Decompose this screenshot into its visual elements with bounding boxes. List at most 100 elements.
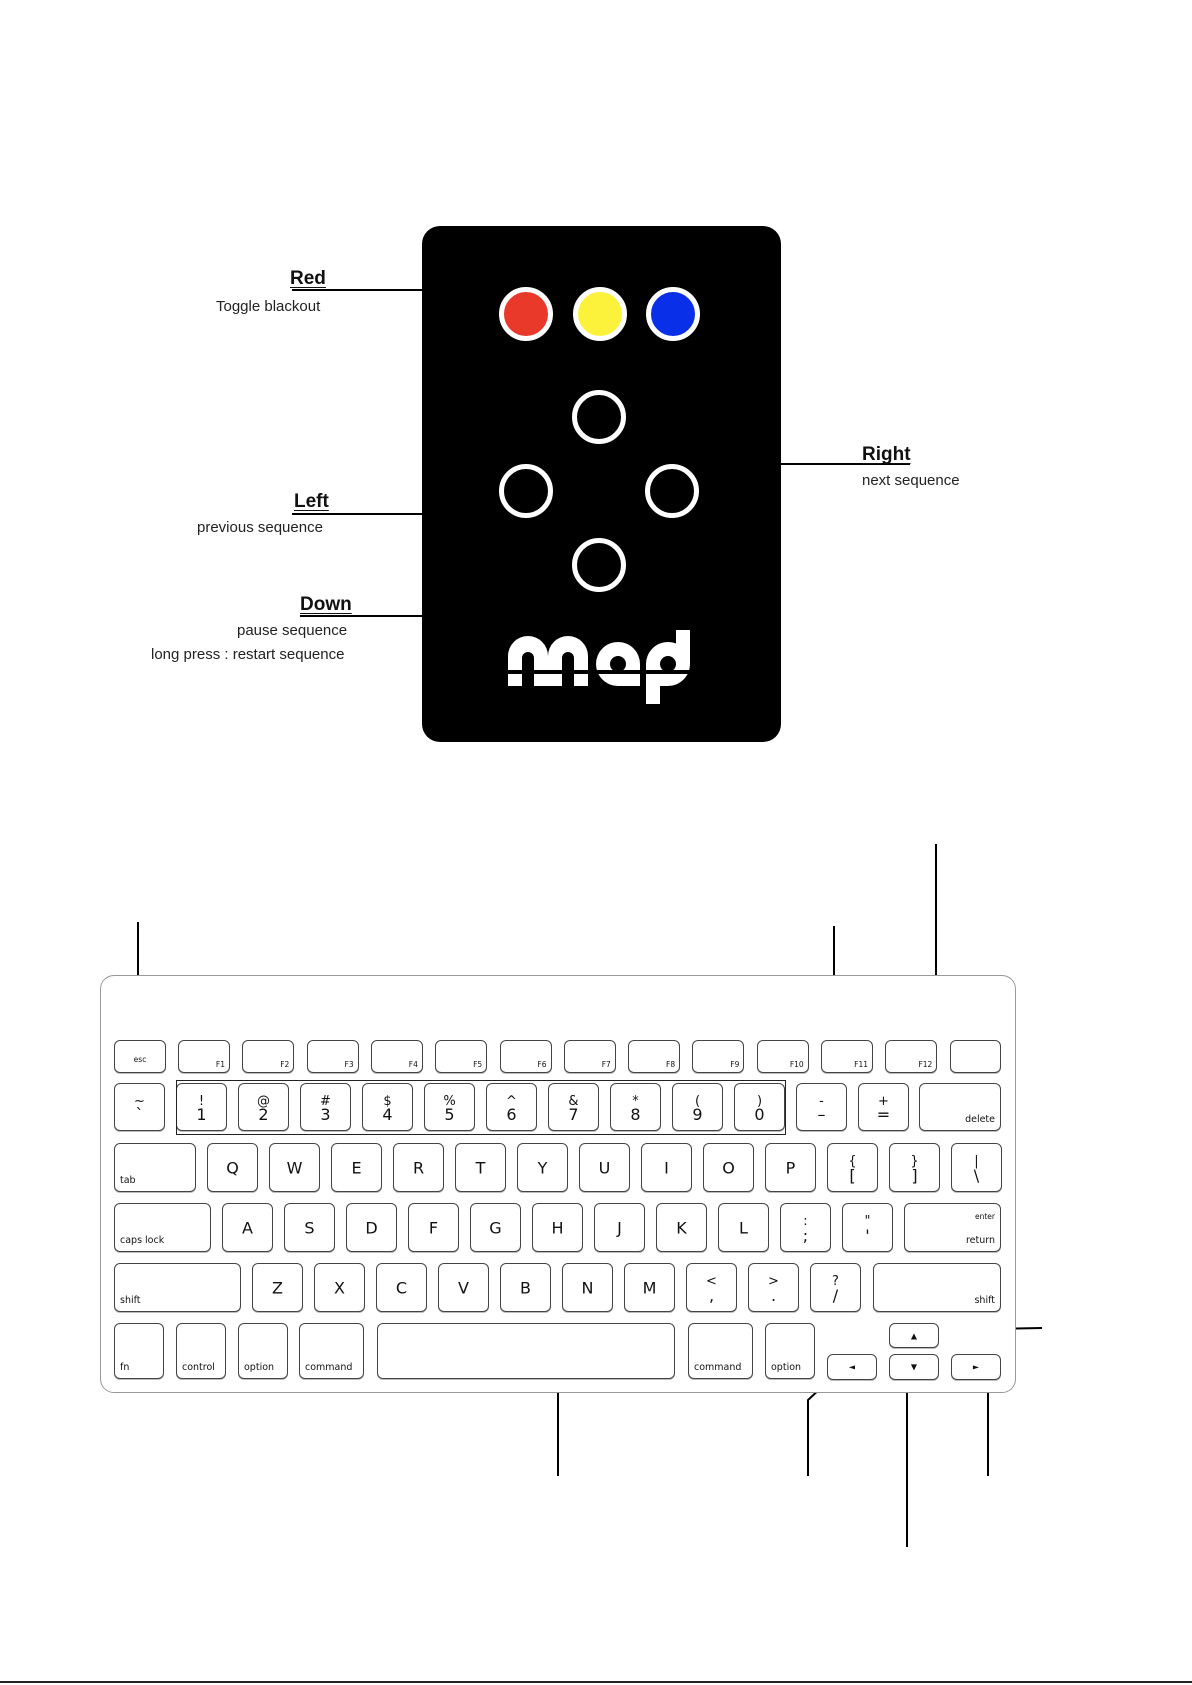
letter-key[interactable]: D [346,1203,397,1252]
letter-key[interactable]: S [284,1203,335,1252]
letter-key[interactable]: Z [252,1263,303,1312]
letter-key[interactable]: U [579,1143,630,1192]
symbol-key[interactable]: >. [748,1263,799,1312]
blank-key[interactable] [950,1040,1001,1073]
symbol-key[interactable]: }] [889,1143,940,1192]
symbol-key[interactable]: <, [686,1263,737,1312]
symbol-key[interactable]: :; [780,1203,831,1252]
caps-lock-key[interactable]: caps lock [114,1203,211,1252]
up-arrow-key[interactable]: ▲ [889,1323,939,1348]
letter-key[interactable]: F [408,1203,459,1252]
symbol-key[interactable]: {[ [827,1143,878,1192]
letter-key[interactable]: Q [207,1143,258,1192]
letter-key[interactable]: O [703,1143,754,1192]
key-label: ! [198,1094,205,1109]
fn-key[interactable]: fn [114,1323,164,1379]
key-label: ▼ [910,1362,918,1372]
number-row-key[interactable]: %5 [424,1083,475,1131]
right-shift-key[interactable]: shift [873,1263,1001,1312]
control-key[interactable]: control [176,1323,226,1379]
down-arrow-key[interactable]: ▼ [889,1354,939,1380]
up-button[interactable] [572,390,626,444]
right-command-key[interactable]: command [688,1323,753,1379]
number-row-key[interactable]: ^6 [486,1083,537,1131]
number-row-key[interactable]: -– [796,1083,847,1131]
letter-key[interactable]: H [532,1203,583,1252]
letter-key[interactable]: Y [517,1143,568,1192]
f12-key[interactable]: F12 [885,1040,938,1073]
f9-key[interactable]: F9 [692,1040,745,1073]
map-logo: map [508,630,698,704]
number-row-key[interactable]: (9 [672,1083,723,1131]
letter-key[interactable]: C [376,1263,427,1312]
key-label: control [182,1362,215,1373]
key-label: Q [226,1158,239,1177]
letter-key[interactable]: J [594,1203,645,1252]
f4-key[interactable]: F4 [370,1040,423,1073]
left-option-key[interactable]: option [238,1323,288,1379]
number-row-key[interactable]: *8 [610,1083,661,1131]
number-row-key[interactable]: !1 [176,1083,227,1131]
right-button[interactable] [645,464,699,518]
number-row-key[interactable]: ~` [114,1083,165,1131]
letter-key[interactable]: I [641,1143,692,1192]
letter-key[interactable]: L [718,1203,769,1252]
key-label: } [910,1154,919,1169]
right-option-key[interactable]: option [765,1323,815,1379]
number-row-key[interactable]: #3 [300,1083,351,1131]
f5-key[interactable]: F5 [435,1040,488,1073]
letter-key[interactable]: E [331,1143,382,1192]
letter-key[interactable]: B [500,1263,551,1312]
f6-key[interactable]: F6 [499,1040,552,1073]
key-label: ] [911,1166,918,1185]
red-button[interactable] [499,287,553,341]
left-shift-key[interactable]: shift [114,1263,241,1312]
letter-key[interactable]: M [624,1263,675,1312]
f2-key[interactable]: F2 [242,1040,295,1073]
letter-key[interactable]: T [455,1143,506,1192]
key-label: fn [120,1362,130,1373]
bottom-rule [0,1681,1192,1683]
f11-key[interactable]: F11 [821,1040,873,1073]
symbol-key[interactable]: "' [842,1203,893,1252]
number-row-key[interactable]: @2 [238,1083,289,1131]
number-row-key[interactable]: &7 [548,1083,599,1131]
delete-key[interactable]: delete [919,1083,1001,1131]
letter-key[interactable]: K [656,1203,707,1252]
letter-key[interactable]: W [269,1143,320,1192]
key-label: H [551,1218,564,1237]
symbol-key[interactable]: |\ [951,1143,1002,1192]
key-label: option [244,1362,275,1373]
f8-key[interactable]: F8 [628,1040,681,1073]
key-label: 0 [754,1105,765,1124]
letter-key[interactable]: P [765,1143,816,1192]
number-row-key[interactable]: $4 [362,1083,413,1131]
left-button[interactable] [499,464,553,518]
letter-key[interactable]: G [470,1203,521,1252]
blue-button[interactable] [646,287,700,341]
esc-key[interactable]: esc [114,1040,166,1073]
letter-key[interactable]: V [438,1263,489,1312]
letter-key[interactable]: R [393,1143,444,1192]
left-command-key[interactable]: command [299,1323,364,1379]
number-row-key[interactable]: += [858,1083,909,1131]
f1-key[interactable]: F1 [178,1040,230,1073]
symbol-key[interactable]: ?/ [810,1263,861,1312]
space-bar[interactable] [377,1323,675,1379]
key-label: G [489,1218,502,1237]
yellow-button[interactable] [573,287,627,341]
key-label: P [785,1158,796,1177]
f7-key[interactable]: F7 [563,1040,616,1073]
letter-key[interactable]: A [222,1203,273,1252]
letter-key[interactable]: X [314,1263,365,1312]
left-arrow-key[interactable]: ◄ [827,1354,877,1380]
tab-key[interactable]: tab [114,1143,196,1192]
f10-key[interactable]: F10 [756,1040,809,1073]
key-label: 2 [258,1105,269,1124]
right-arrow-key[interactable]: ► [951,1354,1001,1380]
down-button[interactable] [572,538,626,592]
f3-key[interactable]: F3 [306,1040,359,1073]
number-row-key[interactable]: )0 [734,1083,785,1131]
letter-key[interactable]: N [562,1263,613,1312]
